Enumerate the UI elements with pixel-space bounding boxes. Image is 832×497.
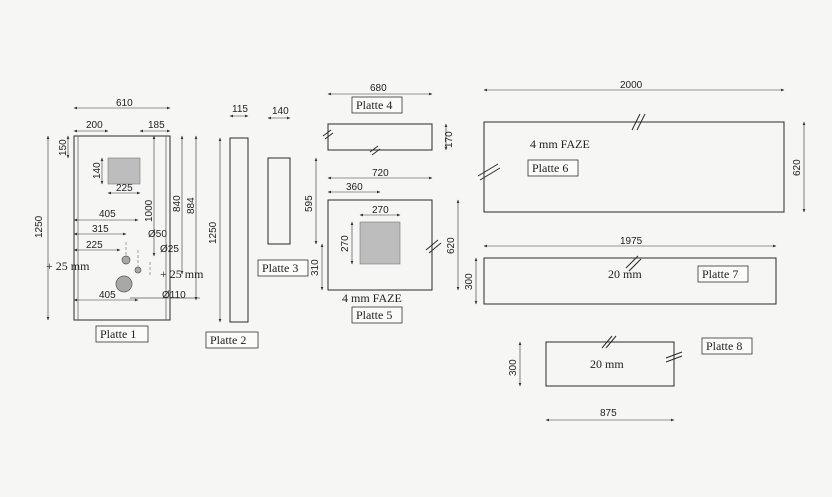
platte-4: 680 170 Platte 4	[322, 83, 455, 156]
dim-620-p5: 620	[446, 237, 457, 254]
platte-2-label: Platte 2	[210, 333, 246, 347]
platte-6-outline	[483, 121, 785, 213]
dim-200: 200	[86, 120, 103, 131]
platte-1: 610 200 185 225 405 315 225 405 1250 150…	[34, 98, 204, 343]
dim-140-p3: 140	[272, 106, 289, 117]
platte-7-note: 20 mm	[608, 267, 642, 281]
platte-6-note: 4 mm FAZE	[530, 137, 590, 151]
dim-310: 310	[310, 259, 321, 276]
dim-875: 875	[600, 408, 617, 419]
hole-o25	[134, 266, 142, 274]
platte-1-cutout	[107, 157, 141, 185]
dim-315: 315	[92, 224, 109, 235]
platte-5-note: 4 mm FAZE	[342, 291, 402, 305]
dim-300-p8: 300	[508, 359, 519, 376]
platte-8-label: Platte 8	[706, 339, 742, 353]
dim-360: 360	[346, 182, 363, 193]
platte-7: 1975 300 20 mm Platte 7	[464, 236, 777, 305]
dim-150: 150	[58, 139, 69, 156]
platte-3: 140 595 Platte 3	[257, 106, 318, 277]
hole-o50	[121, 255, 131, 265]
platte-5-cutout	[359, 221, 401, 265]
dim-2000: 2000	[620, 80, 643, 91]
dim-720: 720	[372, 168, 389, 179]
dim-225a: 225	[116, 183, 133, 194]
dim-140: 140	[92, 162, 103, 179]
platte-2-outline	[229, 137, 249, 323]
platte-7-outline	[483, 257, 777, 305]
platte-5: 720 360 270 270 310 620 4 mm FAZE Platte…	[310, 168, 460, 324]
dim-p2-1250: 1250	[208, 221, 219, 244]
dim-405a: 405	[99, 209, 116, 220]
label-o110: Ø110	[162, 290, 186, 301]
dim-270-horizontal: 270	[372, 205, 389, 216]
label-o50: Ø50	[148, 229, 167, 240]
dim-680: 680	[370, 83, 387, 94]
plus-25mm-right: + 25 mm	[160, 267, 204, 281]
platte-2: 115 1250 Platte 2	[205, 104, 259, 349]
hole-o110	[115, 275, 133, 293]
dim-300-p7: 300	[464, 273, 475, 290]
platte-8: 875 300 20 mm Platte 8	[508, 335, 753, 422]
platte-5-label: Platte 5	[356, 308, 392, 322]
platte-3-outline	[267, 157, 291, 245]
dim-884: 884	[186, 197, 197, 214]
dim-1250: 1250	[34, 215, 45, 238]
dim-1975: 1975	[620, 236, 643, 247]
platte-6: 2000 620 4 mm FAZE Platte 6	[477, 80, 806, 213]
plus-25mm-left: + 25 mm	[46, 259, 90, 273]
dim-185: 185	[148, 120, 165, 131]
dim-115: 115	[232, 104, 248, 115]
dim-840: 840	[172, 195, 183, 212]
dim-270-vertical: 270	[340, 235, 351, 252]
platte-1-outline	[73, 135, 171, 321]
dim-1000: 1000	[144, 199, 155, 222]
platte-3-label: Platte 3	[262, 261, 298, 275]
label-o25: Ø25	[160, 244, 179, 255]
dim-595: 595	[304, 195, 315, 212]
platte-7-label: Platte 7	[702, 267, 738, 281]
platte-1-label: Platte 1	[100, 327, 136, 341]
platte-4-label: Platte 4	[356, 98, 392, 112]
platte-8-note: 20 mm	[590, 357, 624, 371]
platte-8-outline	[545, 341, 675, 387]
dim-620-p6: 620	[792, 159, 803, 176]
dim-170: 170	[444, 131, 455, 148]
dim-225b: 225	[86, 240, 103, 251]
platte-6-label: Platte 6	[532, 161, 568, 175]
dim-610: 610	[116, 98, 133, 109]
dim-405b: 405	[99, 290, 116, 301]
